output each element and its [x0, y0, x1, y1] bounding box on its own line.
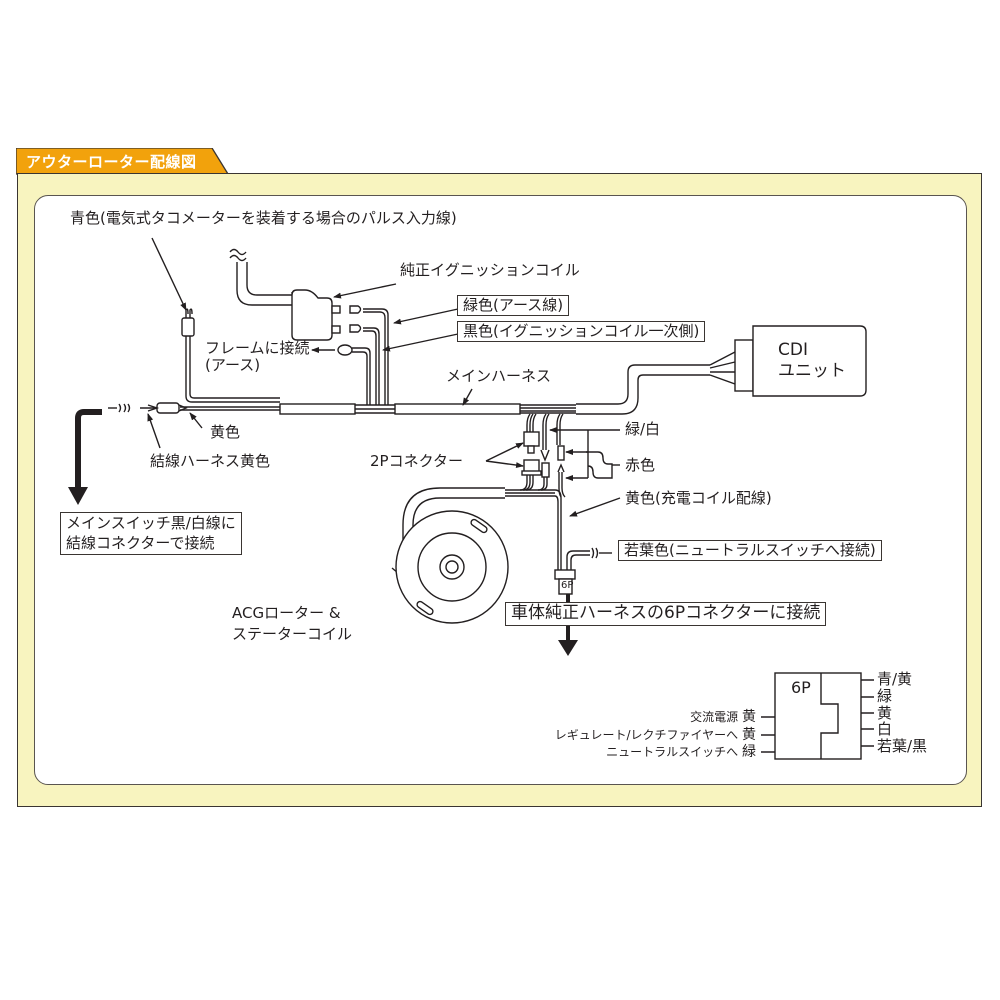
label-red: 赤色: [625, 456, 656, 474]
stator-harness: [402, 487, 612, 595]
pinout-right-label: 青/黄: [877, 670, 913, 688]
cdi-unit: [709, 325, 867, 397]
pinout-left-color: 黄: [742, 727, 756, 743]
pinout-left-row: 交流電源 黄: [690, 709, 756, 725]
label-cdi-unit: ユニット: [778, 361, 846, 381]
main-switch-arrow: [75, 409, 102, 487]
pinout-left-desc: 交流電源: [690, 710, 739, 724]
pinout-right-label: 若葉/黒: [877, 737, 928, 755]
six-p-pinout: [761, 672, 874, 760]
diagram-title: アウターローター配線図: [26, 153, 197, 171]
annotation-arrows: [147, 237, 621, 579]
label-blue-wire: 青色(電気式タコメーターを装着する場合のパルス入力線): [70, 209, 457, 227]
pinout-left-desc: レギュレート/レクチファイヤーへ: [554, 728, 739, 742]
label-main-switch-box: メインスイッチ黒/白線に 結線コネクターで接続: [60, 512, 242, 555]
label-cdi: CDI: [778, 340, 808, 360]
label-black-primary-wire: 黒色(イグニッションコイル一次側): [457, 321, 706, 343]
coil-wires: [337, 308, 389, 405]
label-main-harness: メインハーネス: [446, 367, 552, 385]
label-main-switch-line2: 結線コネクターで接続: [66, 533, 215, 552]
label-light-green-neutral: 若葉色(ニュートラルスイッチへ接続): [618, 540, 882, 562]
label-yellow-charge-coil: 黄色(充電コイル配線): [625, 489, 772, 507]
pinout-left-color: 緑: [742, 744, 756, 760]
label-2p-connector: 2Pコネクター: [370, 452, 463, 470]
pinout-right-label: 白: [877, 720, 893, 738]
label-frame-earth: (アース): [205, 356, 261, 374]
pinout-title: 6P: [791, 678, 811, 697]
label-green-earth-wire: 緑色(アース線): [457, 295, 570, 317]
label-6p-small: 6P: [561, 580, 574, 591]
yellow-splice-connector: [108, 402, 188, 414]
label-vehicle-6p-connector: 車体純正ハーネスの6Pコネクターに接続: [505, 602, 827, 626]
label-acg-rotor: ACGローター &: [232, 604, 341, 622]
label-yellow: 黄色: [210, 423, 241, 441]
main-harness: [180, 364, 710, 415]
label-main-switch-line1: メインスイッチ黒/白線に: [66, 514, 236, 532]
label-splice-harness-yellow: 結線ハーネス黄色: [150, 452, 271, 470]
pinout-left-desc: ニュートラルスイッチへ: [606, 745, 739, 759]
label-green-white: 緑/白: [625, 420, 661, 438]
two-p-connectors: [519, 413, 566, 498]
pinout-left-row: ニュートラルスイッチへ 緑: [606, 744, 756, 760]
coil-high-tension-wire: [229, 248, 292, 306]
ignition-coil: [291, 289, 333, 341]
pinout-left-color: 黄: [742, 709, 756, 725]
pinout-right-label: 黄: [877, 704, 893, 722]
label-stator-coil: ステーターコイル: [232, 625, 353, 643]
label-frame-connect: フレームに接続: [205, 339, 310, 357]
acg-rotor: [395, 510, 509, 624]
label-ignition-coil: 純正イグニッションコイル: [400, 261, 580, 279]
pinout-left-row: レギュレート/レクチファイヤーへ 黄: [555, 727, 756, 743]
pinout-right-label: 緑: [877, 687, 893, 705]
